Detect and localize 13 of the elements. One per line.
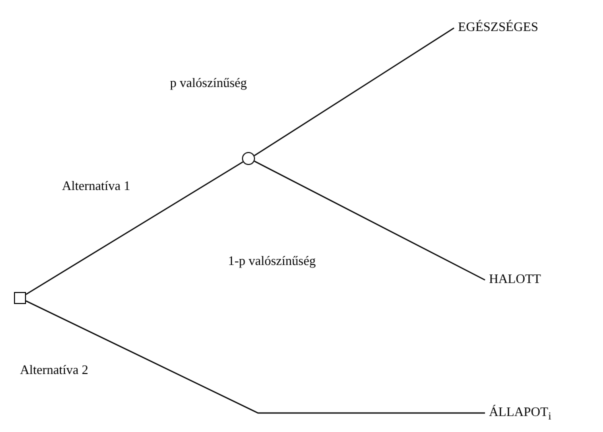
edge-label: Alternatíva 1: [62, 178, 130, 194]
chance-node: [242, 152, 255, 165]
branch-line: [254, 28, 454, 156]
edge-label: Alternatíva 2: [20, 362, 88, 378]
edge-label: 1-p valószínűség: [228, 253, 316, 269]
outcome-label: ÁLLAPOT$_{i}$: [489, 404, 565, 424]
decision-node: [14, 292, 26, 304]
edge-label: p valószínűség: [170, 75, 247, 91]
branch-line: [26, 300, 485, 414]
branch-line: [254, 160, 486, 281]
outcome-label: HALOTT: [489, 271, 549, 289]
branch-line: [26, 161, 244, 295]
outcome-label: EGÉSZSÉGES: [458, 19, 580, 37]
